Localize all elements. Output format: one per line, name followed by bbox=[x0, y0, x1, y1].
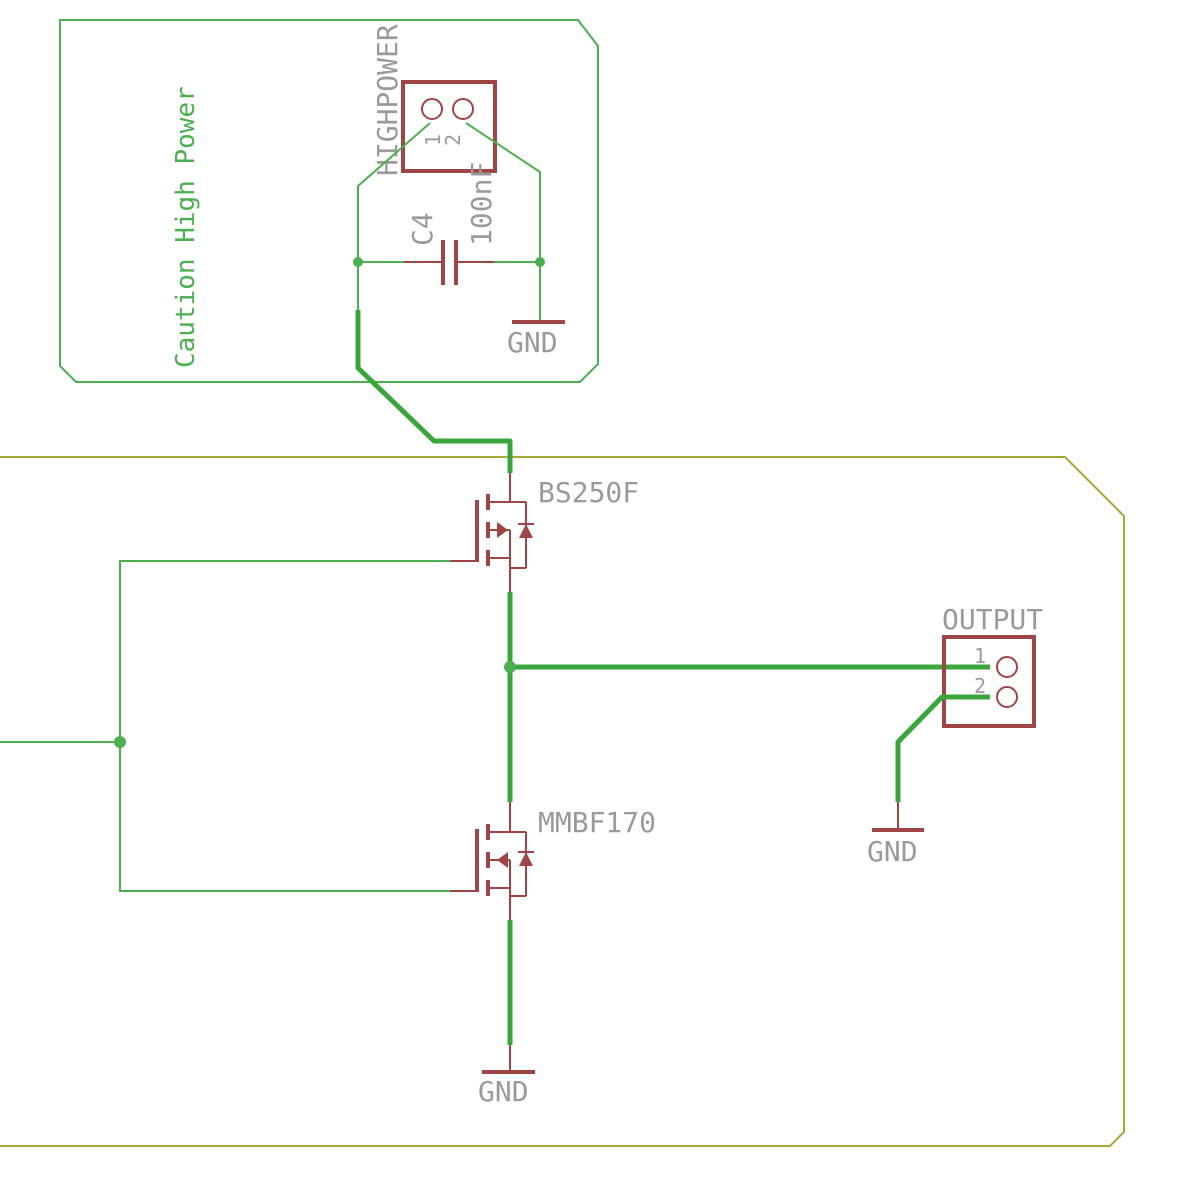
junction-c4-left bbox=[353, 257, 363, 267]
highpower-connector[interactable]: 1 2 HIGHPOWER bbox=[371, 24, 497, 176]
output-gnd-bus[interactable] bbox=[895, 694, 990, 802]
gnd-output-label: GND bbox=[867, 835, 918, 868]
output-connector[interactable]: 1 2 OUTPUT bbox=[942, 603, 1043, 728]
mosfet-bs250f[interactable]: BS250F bbox=[450, 473, 639, 569]
wire-hp-pin2[interactable] bbox=[465, 122, 541, 262]
junction-c4-right bbox=[535, 257, 545, 267]
highpower-pin1-pad[interactable] bbox=[421, 98, 443, 120]
gnd-symbol-bottom: GND bbox=[478, 1070, 535, 1108]
power-net-bus[interactable] bbox=[355, 310, 513, 473]
high-power-zone-frame bbox=[59, 19, 599, 383]
c4-name-label: C4 bbox=[406, 212, 439, 246]
output-pin2-pad[interactable] bbox=[996, 686, 1018, 708]
output-name-label: OUTPUT bbox=[942, 603, 1043, 636]
output-pin2-label: 2 bbox=[974, 674, 986, 698]
junction-gate bbox=[114, 736, 126, 748]
section-frame bbox=[0, 456, 1125, 1147]
highpower-pin2-label: 2 bbox=[441, 134, 465, 146]
gate-drive-wire[interactable] bbox=[119, 560, 450, 892]
highpower-name-label: HIGHPOWER bbox=[371, 24, 404, 176]
bs250f-label: BS250F bbox=[538, 476, 639, 509]
caution-label: Caution High Power bbox=[171, 86, 201, 368]
highpower-connector-body bbox=[401, 80, 497, 173]
highpower-pin2-pad[interactable] bbox=[452, 98, 474, 120]
highpower-pin1-label: 1 bbox=[421, 134, 445, 146]
gnd-symbol-output: GND bbox=[867, 828, 924, 868]
gnd-symbol-cap: GND bbox=[507, 320, 565, 359]
mosfet-mmbf170[interactable]: MMBF170 bbox=[450, 802, 656, 920]
capacitor-c4[interactable]: C4 100nF bbox=[404, 162, 498, 285]
gnd-cap-label: GND bbox=[507, 326, 558, 359]
c4-value-label: 100nF bbox=[465, 162, 498, 246]
wire-hp-pin1[interactable] bbox=[357, 122, 431, 262]
junction-output bbox=[504, 661, 516, 673]
output-pin1-label: 1 bbox=[974, 644, 986, 668]
output-connector-body bbox=[942, 635, 1036, 728]
mmbf170-label: MMBF170 bbox=[538, 806, 656, 839]
output-pin1-pad[interactable] bbox=[996, 656, 1018, 678]
gnd-bottom-label: GND bbox=[478, 1075, 529, 1108]
